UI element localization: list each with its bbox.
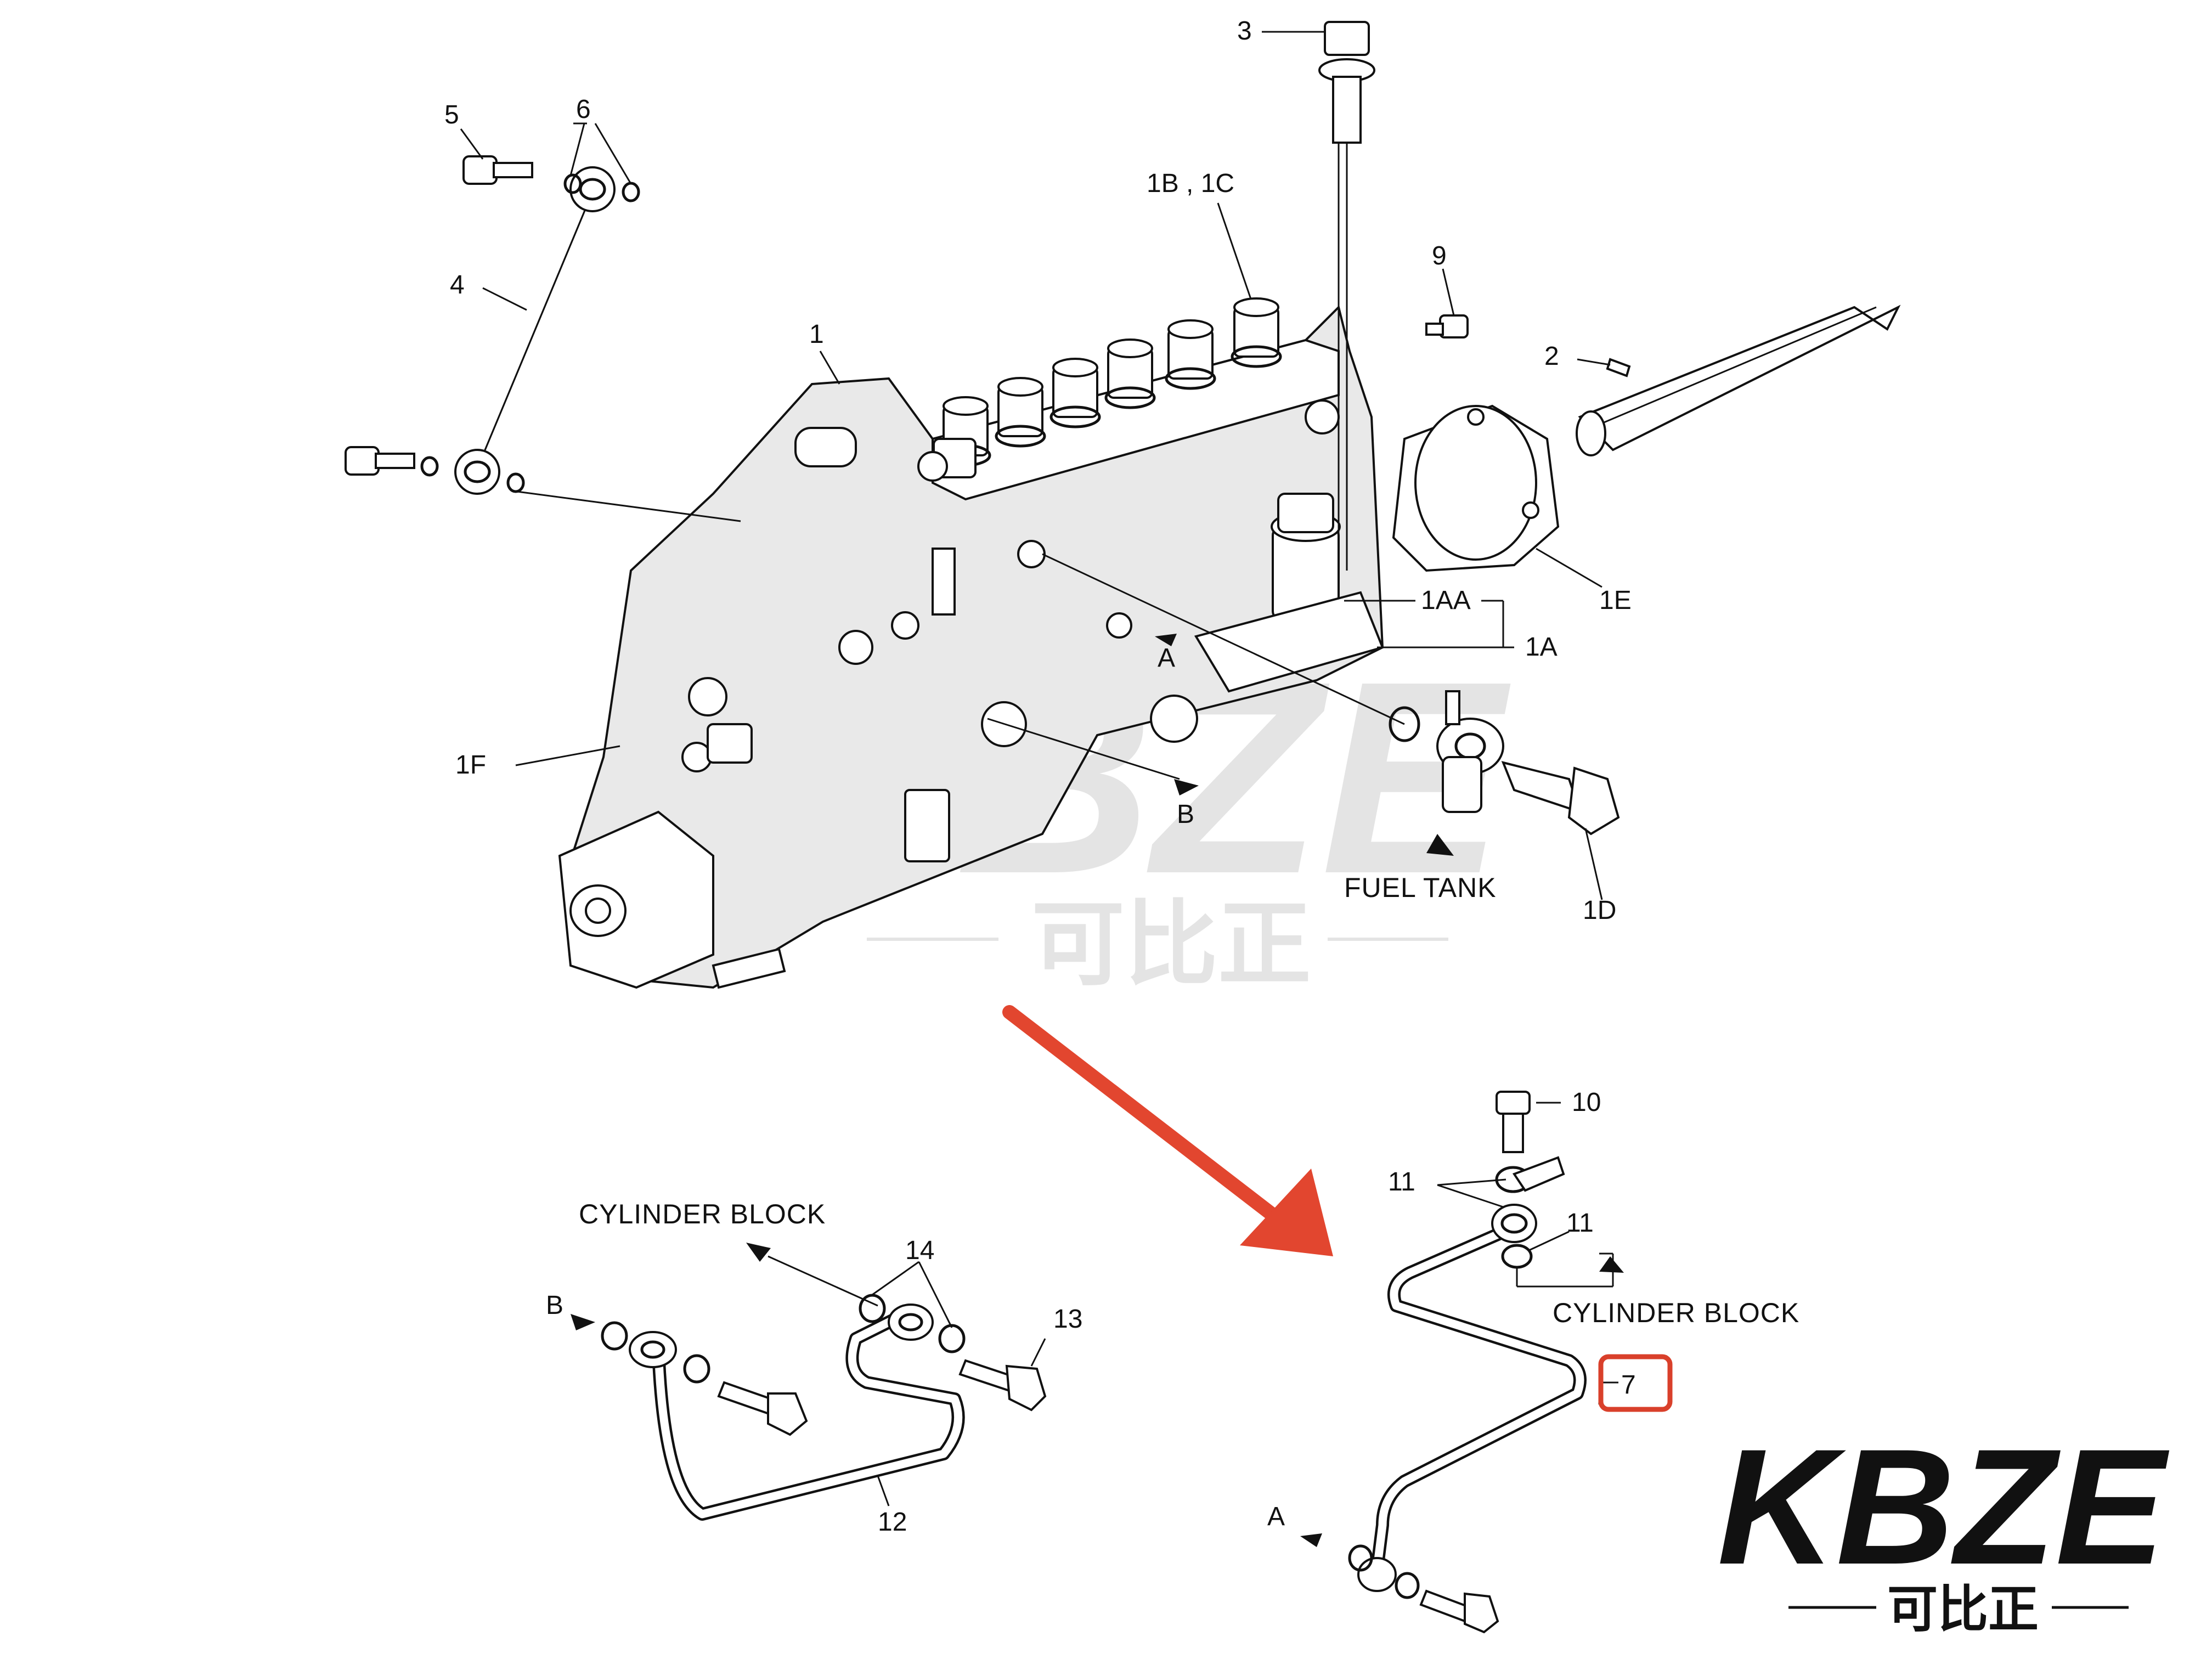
logo-chinese: 可比正 xyxy=(1887,1580,2039,1639)
part-labels: 3 5 6 1B , 1C 9 4 1 2 1AA 1E 1A A 1F B F… xyxy=(444,16,1799,1537)
flow-arrows-top xyxy=(1155,634,1454,856)
control-rod-4 xyxy=(420,166,640,495)
bolt-5-lower xyxy=(345,446,415,476)
drive-shaft xyxy=(1576,304,1901,456)
label-1: 1 xyxy=(809,320,824,349)
bolt-3 xyxy=(1318,21,1375,571)
body-bolts xyxy=(681,399,1340,989)
arrow-b-lower-icon xyxy=(571,1314,595,1330)
governor-housing-1f xyxy=(558,810,714,989)
label-12: 12 xyxy=(878,1508,907,1537)
feed-pump-1aa xyxy=(1271,493,1341,621)
label-11-upper: 11 xyxy=(1388,1167,1415,1197)
label-10: 10 xyxy=(1572,1088,1601,1117)
label-cylinder-block-left: CYLINDER BLOCK xyxy=(579,1199,826,1229)
bolt-lower-right xyxy=(1419,1589,1499,1634)
label-1e: 1E xyxy=(1599,586,1632,615)
label-1b-1c: 1B , 1C xyxy=(1147,169,1234,198)
drive-flange-1e xyxy=(1392,404,1560,572)
label-14: 14 xyxy=(905,1236,934,1265)
leader-lines-left xyxy=(571,1243,1046,1506)
label-fuel-tank: FUEL TANK xyxy=(1344,872,1497,903)
highlight-box-7 xyxy=(1598,1354,1673,1412)
pipe-7-assembly xyxy=(1348,1156,1587,1599)
watermark-chinese: 可比正 xyxy=(1031,890,1311,999)
highlight-arrow xyxy=(1002,1005,1333,1256)
injection-pump-assembly xyxy=(558,297,1901,989)
bolt-10 xyxy=(1496,1091,1531,1153)
label-1d: 1D xyxy=(1583,896,1616,925)
label-13: 13 xyxy=(1053,1305,1082,1334)
bolt-13 xyxy=(958,1359,1047,1412)
fuel-tank-fitting xyxy=(1389,690,1504,813)
label-1f: 1F xyxy=(455,751,486,780)
red-arrowhead-icon xyxy=(1240,1169,1333,1256)
label-a-top: A xyxy=(1158,644,1175,673)
arrow-cyl-block-left-icon xyxy=(746,1243,771,1262)
brand-logo: KBZE 可比正 xyxy=(1717,1414,2171,1639)
label-1aa: 1AA xyxy=(1421,586,1471,615)
label-b-lower: B xyxy=(546,1291,563,1320)
label-4: 4 xyxy=(450,270,465,300)
label-11-lower: 11 xyxy=(1566,1209,1594,1238)
arrow-fuel-tank-icon xyxy=(1426,834,1454,856)
label-3: 3 xyxy=(1237,16,1252,46)
bolt-1d xyxy=(1501,761,1620,836)
arrow-a-icon xyxy=(1155,634,1177,646)
arrow-cyl-block-right-icon xyxy=(1599,1256,1624,1273)
label-9: 9 xyxy=(1432,241,1447,270)
pin-2 xyxy=(1606,358,1631,377)
screw-9 xyxy=(1425,314,1469,338)
label-b-top: B xyxy=(1177,800,1194,829)
arrow-b-icon xyxy=(1174,779,1199,795)
label-6: 6 xyxy=(576,95,591,124)
logo-brand: KBZE xyxy=(1717,1414,2171,1599)
label-cylinder-block-right: CYLINDER BLOCK xyxy=(1553,1297,1799,1328)
delivery-valve-holders xyxy=(933,297,1282,478)
bolt-lower-left xyxy=(717,1381,808,1436)
label-7: 7 xyxy=(1621,1370,1636,1400)
label-1a: 1A xyxy=(1525,633,1558,662)
label-a-lower: A xyxy=(1267,1502,1285,1531)
bolt-5-upper xyxy=(462,155,533,185)
label-2: 2 xyxy=(1544,342,1559,371)
leader-lines xyxy=(460,31,1611,900)
label-5: 5 xyxy=(444,100,459,129)
pipe-12-assembly xyxy=(601,1294,966,1521)
arrow-a-lower-icon xyxy=(1300,1533,1322,1547)
